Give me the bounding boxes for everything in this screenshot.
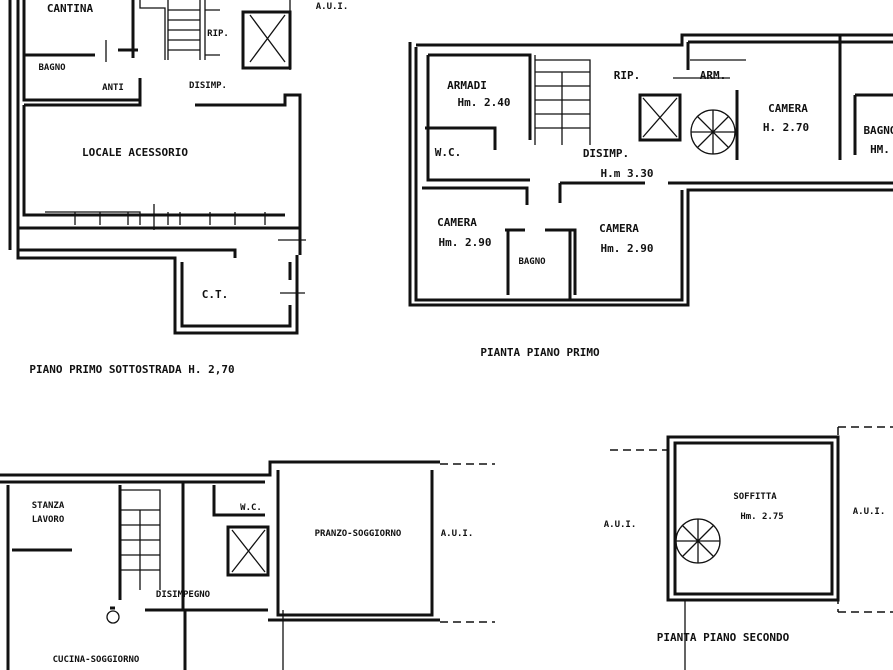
first-floor-plan — [408, 33, 893, 307]
room-label-disimp: DISIMP. — [583, 147, 629, 160]
ground-floor-plan — [0, 460, 495, 670]
room-label-stanza: STANZA — [32, 501, 65, 511]
room-label-arm: ARM. — [700, 69, 727, 82]
room-label-aui-left: A.U.I. — [604, 520, 637, 530]
room-label-disimpegno: DISIMPEGNO — [156, 590, 211, 600]
room-label-aui: A.U.I. — [441, 529, 474, 539]
room-label-bagno: BAGNO — [38, 63, 66, 73]
room-height: Hm. 2.90 — [439, 236, 492, 249]
room-label-bagno: BAGNO — [863, 124, 893, 137]
plan-title-basement: PIANO PRIMO SOTTOSTRADA H. 2,70 — [29, 363, 234, 376]
room-label-ct: C.T. — [202, 288, 229, 301]
room-label-cucina-soggiorno: CUCINA-SOGGIORNO — [53, 655, 140, 665]
room-label-camera: CAMERA — [437, 216, 477, 229]
room-label-bagno: BAGNO — [518, 257, 546, 267]
plan-title-second-floor: PIANTA PIANO SECONDO — [657, 631, 790, 644]
room-label-camera: CAMERA — [768, 102, 808, 115]
room-height: H. 2.70 — [763, 121, 809, 134]
room-label-lavoro: LAVORO — [32, 515, 65, 525]
room-label-aui: A.U.I. — [316, 2, 349, 12]
room-height: H.m 3.30 — [601, 167, 654, 180]
room-label-armadi: ARMADI — [447, 79, 487, 92]
room-height: Hm. 2.40 — [458, 96, 511, 109]
basement-plan — [8, 0, 306, 335]
room-height: Hm. 2.75 — [740, 512, 783, 522]
room-height: Hm. 2.90 — [601, 242, 654, 255]
room-label-locale-acessorio: LOCALE ACESSORIO — [82, 146, 188, 159]
room-label-rip: RIP. — [614, 69, 641, 82]
room-label-cantina: CANTINA — [47, 2, 94, 15]
room-label-camera: CAMERA — [599, 222, 639, 235]
room-label-rip: RIP. — [207, 29, 229, 39]
second-floor-plan — [610, 426, 893, 670]
room-label-anti: ANTI — [102, 83, 124, 93]
room-label-disimp: DISIMP. — [189, 81, 227, 91]
room-label-soffitta: SOFFITTA — [733, 492, 777, 502]
room-label-aui-right: A.U.I. — [853, 507, 886, 517]
room-height: HM. — [870, 143, 890, 156]
room-label-wc: W.C. — [435, 146, 462, 159]
room-label-pranzo-soggiorno: PRANZO-SOGGIORNO — [315, 529, 402, 539]
room-label-wc: W.C. — [240, 503, 262, 513]
plan-title-first-floor: PIANTA PIANO PRIMO — [480, 346, 600, 359]
